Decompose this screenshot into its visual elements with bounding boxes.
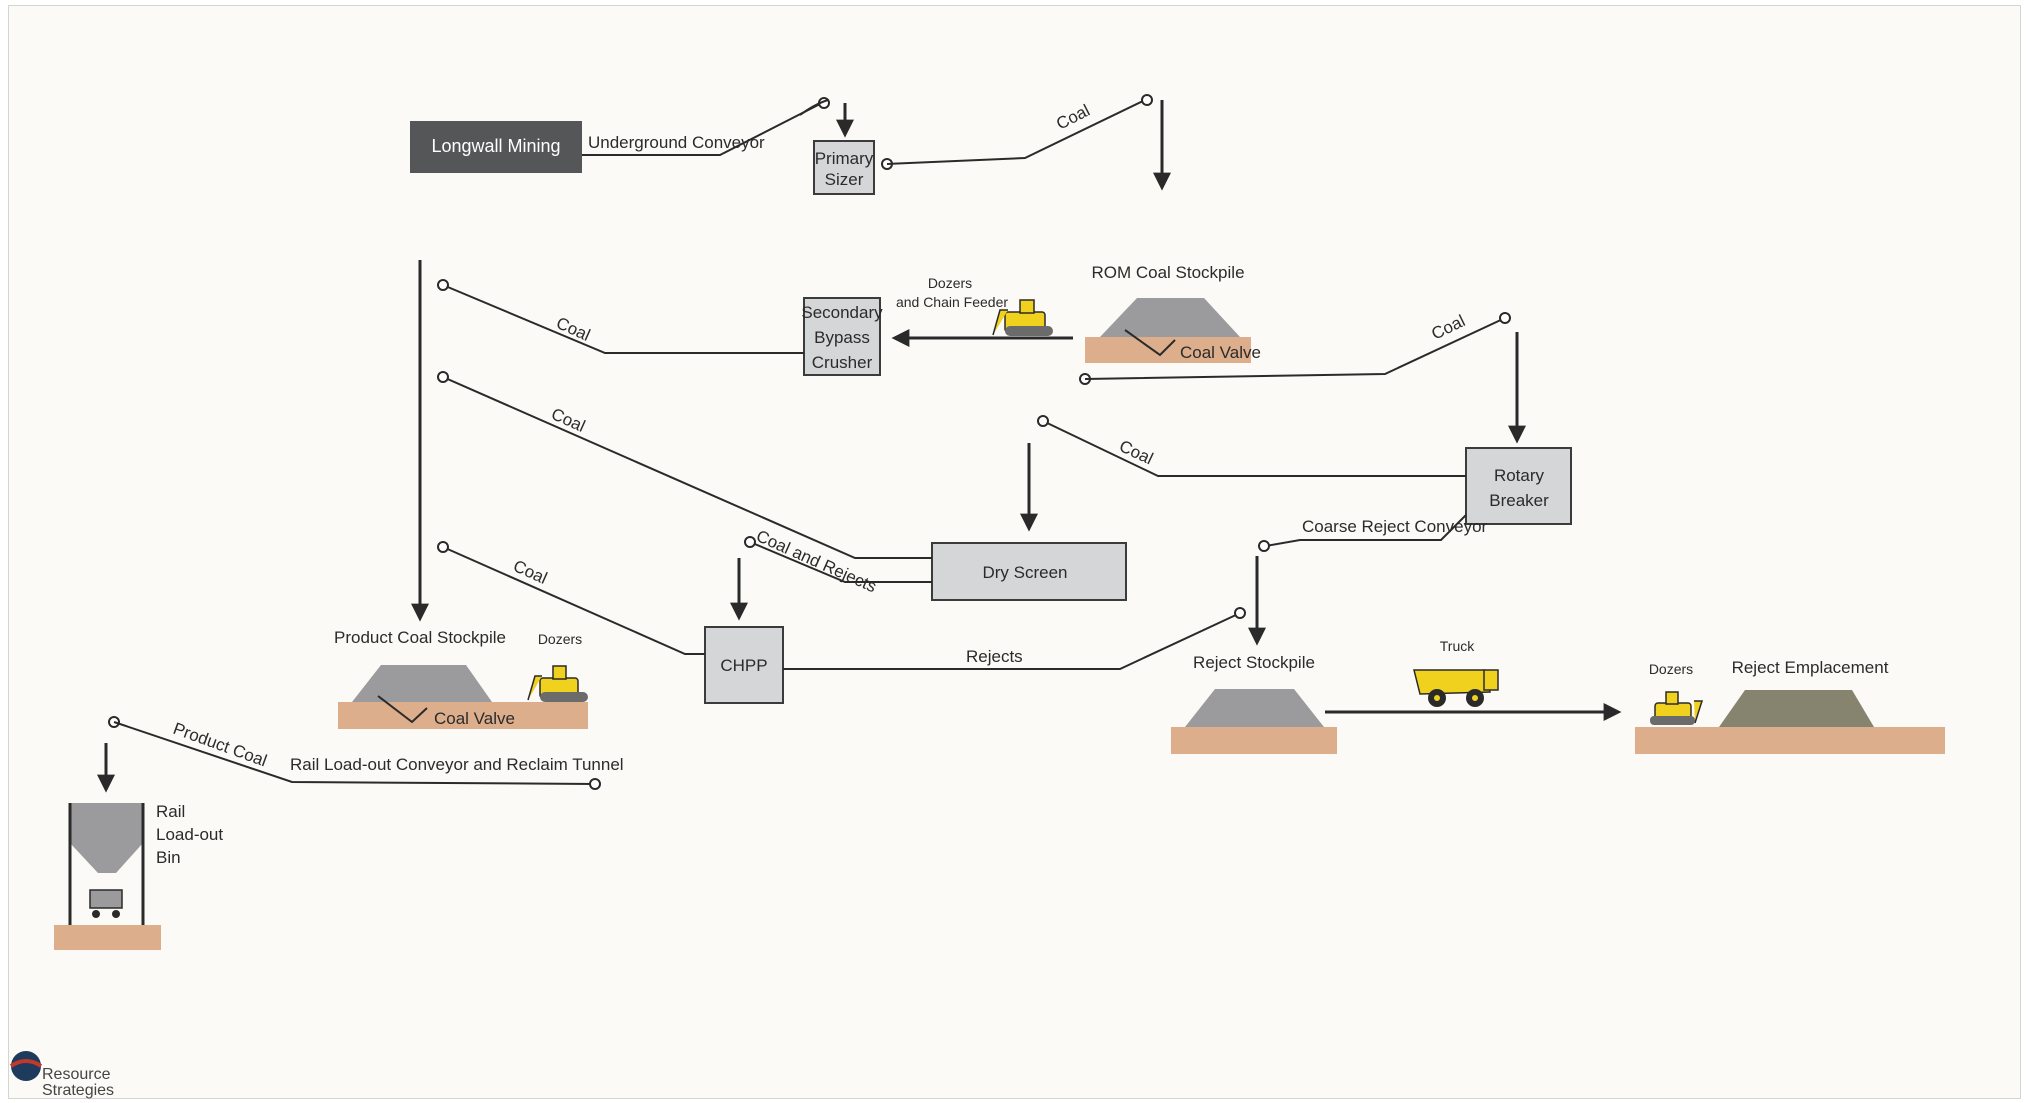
svg-text:Coal: Coal: [510, 556, 550, 588]
svg-text:ROM Coal Stockpile: ROM Coal Stockpile: [1091, 263, 1244, 282]
rejects-conveyor: Rejects: [783, 607, 1246, 670]
svg-text:Primary: Primary: [815, 149, 874, 168]
svg-text:Underground Conveyor: Underground Conveyor: [588, 133, 765, 152]
svg-text:Sizer: Sizer: [825, 170, 864, 189]
svg-text:Strategies: Strategies: [42, 1082, 114, 1099]
svg-text:Coal and Rejects: Coal and Rejects: [753, 526, 879, 596]
svg-text:Dozers: Dozers: [538, 631, 582, 647]
coarse-reject-conveyor: Coarse Reject Conveyor: [1258, 514, 1488, 552]
svg-text:Coal Valve: Coal Valve: [434, 709, 515, 728]
svg-text:Secondary: Secondary: [801, 303, 883, 322]
svg-text:Coarse Reject Conveyor: Coarse Reject Conveyor: [1302, 517, 1488, 536]
longwall-mining-box: Longwall Mining: [410, 121, 582, 173]
svg-text:Resource: Resource: [42, 1066, 111, 1083]
svg-text:Rail: Rail: [156, 802, 185, 821]
rail-loadout-bin: Rail Load-out Bin: [54, 802, 223, 950]
svg-text:Coal: Coal: [1116, 436, 1156, 468]
svg-text:Reject Stockpile: Reject Stockpile: [1193, 653, 1315, 672]
dozer-icon-rom: [992, 299, 1053, 336]
svg-text:Product Coal: Product Coal: [171, 719, 270, 770]
rotary-breaker-box: Rotary Breaker: [1465, 447, 1572, 525]
dry-screen-box: Dry Screen: [931, 542, 1127, 601]
coal-conveyor-to-rom: Coal: [881, 94, 1153, 170]
dozer-icon-emplacement: [1650, 691, 1704, 725]
svg-text:CHPP: CHPP: [720, 656, 767, 675]
svg-text:Dozers: Dozers: [928, 275, 972, 291]
svg-text:Load-out: Load-out: [156, 825, 223, 844]
svg-text:Breaker: Breaker: [1489, 491, 1549, 510]
coal-conveyor-screen-to-product: Coal: [437, 371, 932, 559]
svg-text:Dry Screen: Dry Screen: [982, 563, 1067, 582]
svg-text:Rail Load-out Conveyor and Rec: Rail Load-out Conveyor and Reclaim Tunne…: [290, 755, 624, 774]
svg-text:Rejects: Rejects: [966, 647, 1023, 666]
svg-text:and Chain Feeder: and Chain Feeder: [896, 294, 1008, 310]
coal-conveyor-rotary-to-screen: Coal: [1037, 415, 1466, 477]
rom-coal-stockpile: ROM Coal Stockpile Coal Valve: [1085, 263, 1261, 363]
svg-text:Crusher: Crusher: [812, 353, 873, 372]
reject-stockpile: Reject Stockpile: [1171, 653, 1337, 754]
svg-text:Bin: Bin: [156, 848, 181, 867]
product-coal-stockpile: Product Coal Stockpile Coal Valve: [334, 628, 588, 729]
svg-text:Bypass: Bypass: [814, 328, 870, 347]
dozer-icon-product: [527, 665, 588, 702]
svg-text:Longwall Mining: Longwall Mining: [431, 136, 560, 156]
haul-truck-icon: [1413, 669, 1499, 707]
svg-text:Reject Emplacement: Reject Emplacement: [1732, 658, 1889, 677]
underground-conveyor: Underground Conveyor: [582, 97, 830, 156]
svg-text:Product Coal Stockpile: Product Coal Stockpile: [334, 628, 506, 647]
coal-conveyor-bypass-to-product: Coal: [437, 279, 804, 354]
chpp-box: CHPP: [704, 626, 784, 704]
resource-strategies-logo: Resource Strategies: [9, 1051, 114, 1099]
reject-emplacement: Reject Emplacement: [1635, 658, 1945, 754]
svg-text:Truck: Truck: [1440, 638, 1475, 654]
svg-text:Coal Valve: Coal Valve: [1180, 343, 1261, 362]
svg-text:Rotary: Rotary: [1494, 466, 1545, 485]
svg-text:Dozers: Dozers: [1649, 661, 1693, 677]
primary-sizer-box: Primary Sizer: [813, 140, 875, 195]
secondary-bypass-crusher-box: Secondary Bypass Crusher: [801, 297, 883, 376]
coal-rejects-conveyor: Coal and Rejects: [744, 526, 932, 596]
